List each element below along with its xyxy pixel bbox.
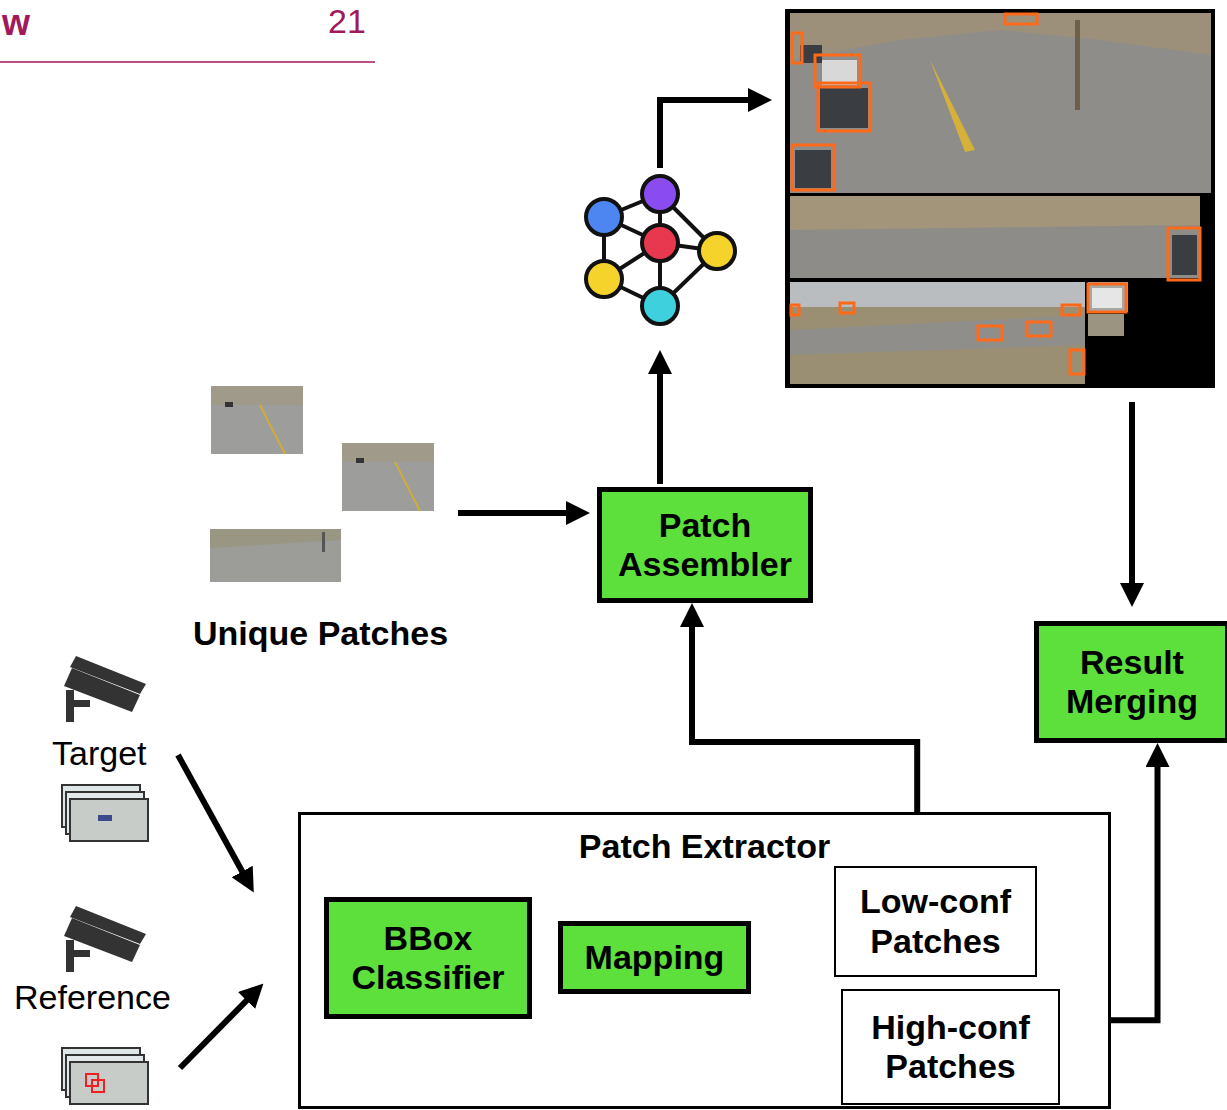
process-box: BBox Classifier <box>324 897 532 1019</box>
drawing-part <box>92 1080 104 1092</box>
camera-label: Target <box>52 734 147 773</box>
drawing-part <box>790 30 1211 193</box>
process-box: Mapping <box>558 921 751 994</box>
drawing-part <box>70 799 148 841</box>
drawing-part <box>1088 284 1126 312</box>
drawing-part <box>180 992 255 1068</box>
drawing-part <box>70 1062 148 1104</box>
drawing-part <box>840 303 854 313</box>
node-text: Low-conf Patches <box>842 882 1029 960</box>
process-box: Result Merging <box>1034 621 1227 743</box>
drawing-part <box>210 540 341 582</box>
detection-output-image <box>785 9 1215 388</box>
drawing-part <box>642 176 678 212</box>
slide-title-fragment: w <box>2 2 30 44</box>
drawing-part <box>586 261 622 297</box>
drawing-part <box>792 145 834 190</box>
drawing-part <box>1075 20 1080 110</box>
drawing-part <box>260 405 285 454</box>
drawing-part <box>211 386 303 454</box>
camera-label: Reference <box>14 978 171 1017</box>
drawing-part <box>458 510 578 516</box>
drawing-part <box>660 100 760 168</box>
drawing-part <box>790 196 1200 278</box>
drawing-part <box>1092 288 1122 308</box>
drawing-part <box>790 13 1211 193</box>
drawing-part <box>795 45 1197 308</box>
drawing-part <box>820 88 868 128</box>
drawing-part <box>1070 350 1084 374</box>
drawing-part <box>66 700 90 707</box>
drawing-part <box>70 906 146 944</box>
node-text: High-conf Patches <box>849 1008 1052 1086</box>
drawing-part <box>1129 402 1135 595</box>
patch-thumbnails <box>210 386 434 582</box>
process-box: Patch Assembler <box>597 487 813 603</box>
drawing-part <box>586 199 622 235</box>
drawing-part <box>1005 14 1037 24</box>
drawing-part <box>790 282 1085 384</box>
drawing-part <box>699 233 735 269</box>
drawing-part <box>657 362 663 484</box>
node-text: Patch Extractor <box>579 827 830 866</box>
drawing-part <box>791 305 799 315</box>
drawing-part <box>356 458 364 463</box>
neural-net-icon <box>586 176 735 324</box>
drawing-part <box>785 9 1215 388</box>
drawing-part <box>1027 322 1051 336</box>
drawing-part <box>642 288 678 324</box>
drawing-part <box>822 60 857 85</box>
drawing-part <box>70 656 146 694</box>
drawing-part <box>322 532 325 552</box>
drawing-part <box>225 402 233 407</box>
drawing-part <box>98 815 112 821</box>
drawing-part <box>66 950 90 957</box>
drawing-part <box>930 60 975 152</box>
drawing-part <box>0 61 375 63</box>
output-box: Low-conf Patches <box>834 866 1037 977</box>
drawing-part <box>395 462 420 511</box>
frame-stacks <box>62 785 148 1104</box>
node-text: Result Merging <box>1045 643 1219 721</box>
drawing-part <box>790 315 1085 355</box>
drawing-part <box>818 83 870 131</box>
output-box: High-conf Patches <box>841 989 1060 1105</box>
patch-group-label: Unique Patches <box>193 614 448 653</box>
drawing-part <box>342 462 434 511</box>
drawing-part <box>1088 314 1124 336</box>
slide-number: 21 <box>328 2 366 41</box>
node-text: Mapping <box>585 938 725 977</box>
drawing-part <box>642 225 678 261</box>
drawing-part <box>1088 282 1128 312</box>
node-text: BBox Classifier <box>335 919 521 997</box>
drawing-part <box>790 282 1085 307</box>
module-container: Patch ExtractorBBox Classifier Mapping Low… <box>298 812 1111 1109</box>
drawing-part <box>791 14 1200 374</box>
drawing-part <box>342 443 434 511</box>
drawing-part <box>210 529 341 582</box>
drawing-part <box>978 326 1002 340</box>
drawing-part <box>1062 305 1080 315</box>
drawing-part <box>790 225 1200 278</box>
drawing-part <box>178 755 248 882</box>
drawing-part <box>1168 228 1200 280</box>
node-text: Patch Assembler <box>608 506 802 584</box>
drawing-part <box>1172 235 1197 275</box>
drawing-part <box>792 33 802 63</box>
drawing-part <box>211 405 303 454</box>
drawing-part <box>795 150 831 188</box>
